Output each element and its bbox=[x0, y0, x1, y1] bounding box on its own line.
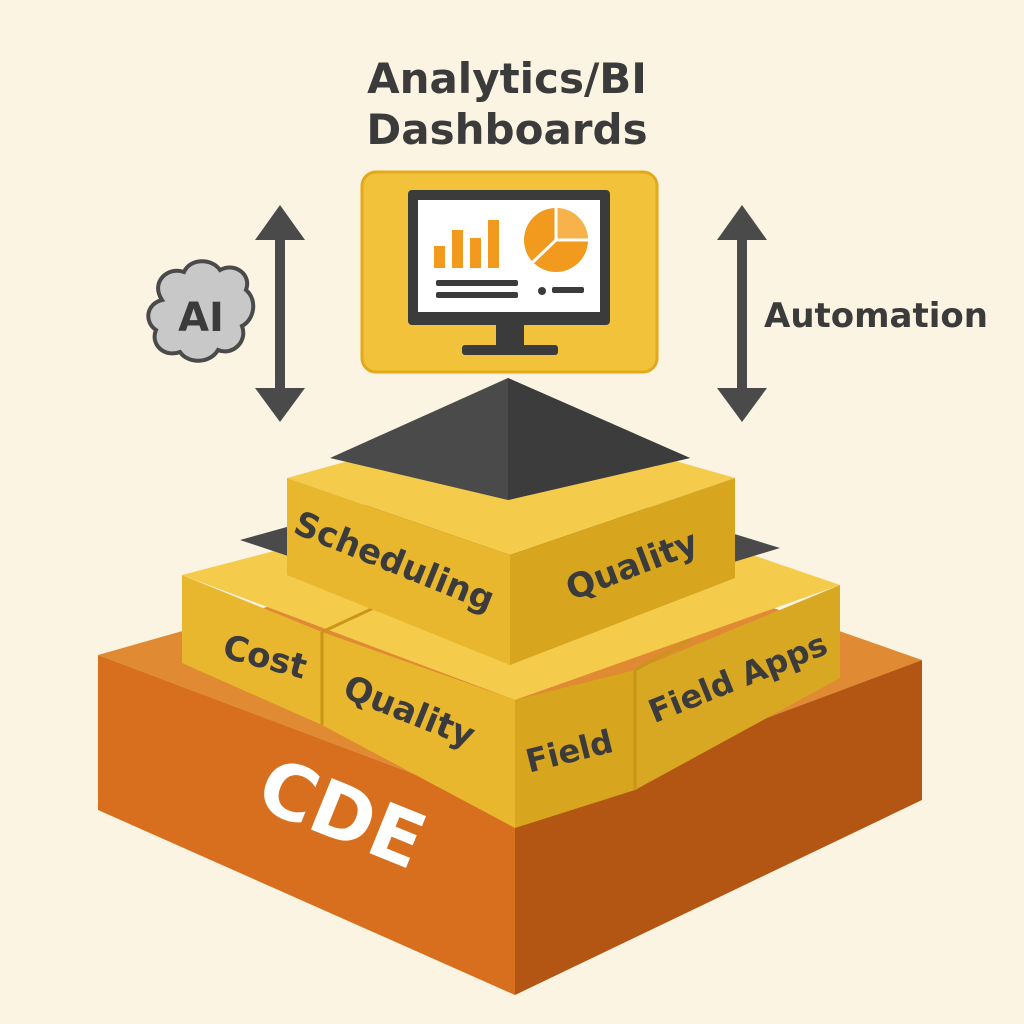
monitor-dashboard-icon bbox=[360, 170, 659, 374]
arrow-head-down bbox=[717, 388, 767, 422]
bar bbox=[470, 238, 481, 268]
scheduling-face-fill bbox=[287, 478, 510, 665]
arrow-head-down bbox=[255, 388, 305, 422]
cost-block-face bbox=[182, 575, 322, 725]
quality-upper-face: Quality bbox=[510, 478, 735, 665]
screen-line bbox=[436, 292, 518, 298]
quality-upper-face-fill bbox=[510, 478, 735, 665]
bar-chart-icon bbox=[434, 220, 499, 268]
cde-base-front-left bbox=[98, 655, 515, 995]
dark-pyramid-shade bbox=[508, 378, 690, 500]
monitor-stand bbox=[462, 345, 558, 355]
ai-label: AI bbox=[178, 295, 224, 341]
cost-block: Cost bbox=[182, 575, 322, 725]
field-block-face bbox=[515, 670, 635, 828]
bar bbox=[452, 230, 463, 268]
quality-front-block: Quality bbox=[322, 632, 515, 828]
pie-chart-icon bbox=[524, 208, 588, 272]
bar bbox=[488, 220, 499, 268]
seam-line bbox=[634, 638, 691, 672]
double-arrow-vertical-icon bbox=[717, 205, 767, 422]
arrow-shaft bbox=[275, 232, 285, 396]
arrow-head-up bbox=[255, 205, 305, 240]
bar bbox=[434, 246, 445, 268]
arrow-shaft bbox=[737, 232, 747, 396]
pie-divider bbox=[531, 238, 558, 264]
field-block: Field bbox=[515, 670, 635, 828]
quality-front-block-face bbox=[322, 632, 515, 828]
brain-outline bbox=[146, 259, 256, 363]
automation-label: Automation bbox=[764, 296, 988, 336]
monitor-neck bbox=[496, 325, 524, 347]
title-line-2: Dashboards bbox=[366, 105, 647, 154]
screen-dot bbox=[538, 287, 546, 295]
screen-line bbox=[436, 280, 518, 286]
title-line-1: Analytics/BI bbox=[367, 54, 647, 103]
pie-slice bbox=[556, 208, 588, 240]
double-arrow-vertical-icon bbox=[255, 205, 305, 422]
brain-icon: AI bbox=[146, 259, 256, 363]
seam-line bbox=[321, 603, 381, 634]
arrow-head-up bbox=[717, 205, 767, 240]
cde-base-front-right bbox=[515, 660, 922, 995]
screen-line bbox=[552, 287, 584, 293]
field-apps-block-face bbox=[635, 585, 840, 790]
